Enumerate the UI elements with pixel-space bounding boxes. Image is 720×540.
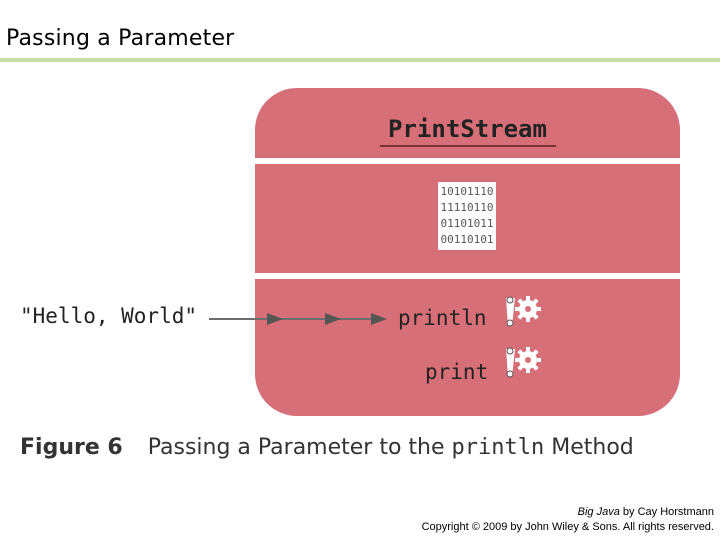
slide-title: Passing a Parameter — [6, 26, 235, 51]
class-name: PrintStream — [388, 115, 547, 143]
method-print: print — [425, 360, 489, 384]
class-name-underline — [380, 145, 556, 147]
method-println: println — [398, 306, 487, 330]
arrow-right-icon — [209, 313, 387, 325]
figure-label: Figure 6 — [20, 435, 123, 460]
data-bits-row: 10101110 — [440, 185, 494, 198]
section-divider — [255, 273, 680, 279]
book-author: by Cay Horstmann — [622, 506, 714, 518]
argument-string: "Hello, World" — [20, 304, 198, 328]
data-bits-row: 11110110 — [440, 201, 494, 214]
figure-caption: Figure 6 Passing a Parameter to the prin… — [20, 435, 634, 460]
book-title: Big Java — [577, 506, 620, 518]
copyright-text: Copyright © 2009 by John Wiley & Sons. A… — [421, 521, 714, 533]
title-rule — [0, 58, 720, 62]
data-bits-row: 01101011 — [440, 217, 494, 230]
caption-text-end: Method — [551, 435, 634, 460]
printstream-object: PrintStream 10101110 11110110 01101011 0… — [255, 88, 680, 416]
caption-text: Passing a Parameter to the — [147, 435, 445, 460]
gear-icon — [506, 296, 541, 327]
caption-code: println — [451, 435, 545, 460]
section-divider — [255, 158, 680, 164]
copyright-notice: Big Java by Cay Horstmann Copyright © 20… — [422, 505, 714, 535]
object-data: 10101110 11110110 01101011 00110101 — [438, 182, 496, 250]
data-bits-row: 00110101 — [440, 233, 494, 246]
gear-icon — [506, 347, 541, 378]
